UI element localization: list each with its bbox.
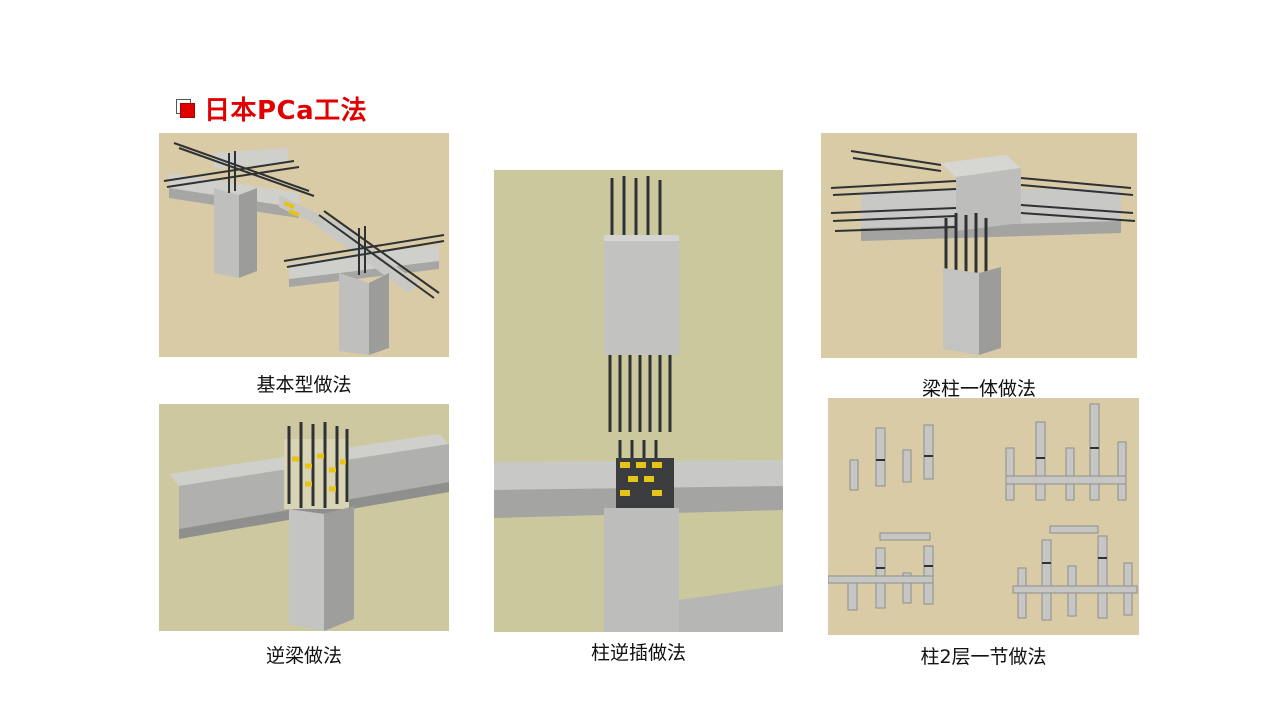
- figure-basic-method-caption: 基本型做法: [256, 374, 352, 396]
- figure-column-reverse-insert-caption: 柱逆插做法: [590, 642, 686, 664]
- figure-beam-column-integrated-image: [821, 133, 1137, 358]
- section-heading: 日本PCa工法: [176, 92, 368, 126]
- figure-two-story-column-caption: 柱2层一节做法: [920, 646, 1047, 668]
- figure-basic-method-image: [159, 133, 449, 357]
- square-bullet-icon: [176, 99, 195, 118]
- figure-beam-column-integrated-caption: 梁柱一体做法: [921, 378, 1036, 400]
- figure-inverted-beam-image: [159, 404, 449, 631]
- figure-two-story-column-image: [828, 398, 1139, 635]
- figure-column-reverse-insert-image: [494, 170, 783, 632]
- page-title: 日本PCa工法: [204, 95, 368, 126]
- figure-inverted-beam-caption: 逆梁做法: [265, 645, 342, 667]
